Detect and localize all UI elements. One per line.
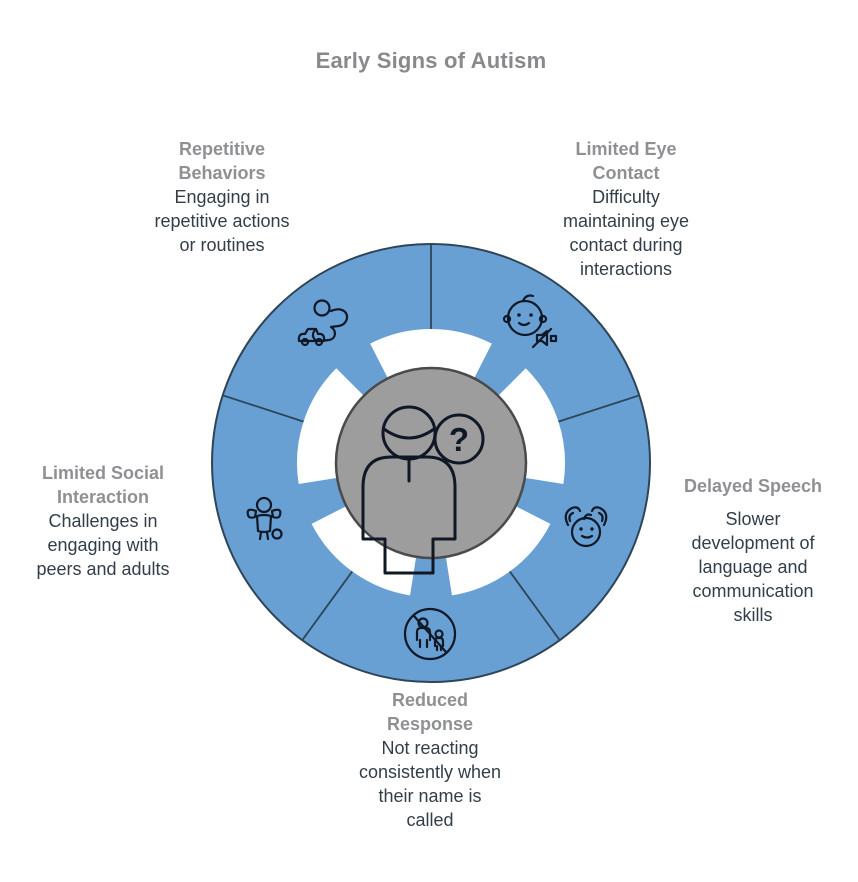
- sign-description: Slower development of language and commu…: [691, 509, 815, 625]
- segment-delayed-speech: [509, 395, 650, 641]
- sign-description: Engaging in repetitive actions or routin…: [154, 187, 290, 255]
- center-hub: [334, 366, 528, 560]
- sign-description: Not reacting consistently when their nam…: [358, 738, 502, 830]
- sign-heading: Repetitive Behaviors: [178, 139, 266, 183]
- segment-divider: [509, 570, 561, 641]
- segment-reduced-response: [302, 549, 560, 682]
- label-reduced-response: Reduced Response Not reacting consistent…: [359, 688, 501, 832]
- person-question-icon: ?: [361, 405, 485, 575]
- question-mark: ?: [449, 421, 469, 458]
- sign-heading: Delayed Speech: [683, 476, 823, 496]
- segment-divider: [301, 570, 353, 641]
- label-delayed-speech: Delayed Speech Slower development of lan…: [684, 474, 822, 627]
- label-limited-eye-contact: Limited Eye Contact Difficulty maintaini…: [563, 137, 689, 281]
- sign-heading: Limited Social Interaction: [41, 463, 165, 507]
- baby-face-muted-sound-icon: [502, 294, 558, 349]
- segment-divider: [558, 394, 640, 423]
- page-title: Early Signs of Autism: [315, 48, 547, 73]
- label-limited-social-interaction: Limited Social Interaction Challenges in…: [36, 461, 169, 581]
- sign-description: Difficulty maintaining eye contact durin…: [562, 187, 690, 279]
- segment-divider: [222, 394, 304, 423]
- segment-limited-social-interaction: [212, 395, 353, 641]
- sign-heading: Reduced Response: [386, 690, 474, 734]
- label-repetitive-behaviors: Repetitive Behaviors Engaging in repetit…: [154, 137, 289, 257]
- hands-over-baby-icon: [564, 506, 608, 548]
- sign-description: Challenges in engaging with peers and ad…: [36, 511, 170, 579]
- autism-signs-wheel: ?: [211, 243, 651, 683]
- sign-heading: Limited Eye Contact: [575, 139, 677, 183]
- no-response-figures-icon: [403, 607, 457, 661]
- question-circle: [433, 413, 485, 465]
- child-with-ball-icon: [246, 496, 283, 541]
- child-with-toy-car-icon: [297, 299, 349, 347]
- segment-repetitive-behaviors: [222, 244, 431, 422]
